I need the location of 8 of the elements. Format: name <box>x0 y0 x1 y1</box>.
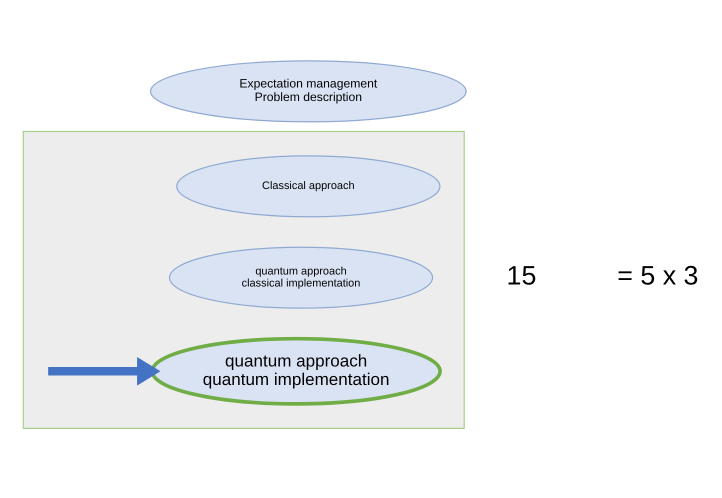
label: 15 <box>506 260 536 290</box>
label: = 5 x 3 <box>617 260 698 290</box>
arrow <box>48 356 160 386</box>
node-ellipse: Expectation management Problem description <box>150 60 467 122</box>
node-ellipse: quantum approach classical implementation <box>168 246 434 308</box>
cluster <box>22 130 465 428</box>
node-ellipse: Classical approach <box>176 154 440 217</box>
node-ellipse: quantum approach quantum implementation <box>150 336 442 406</box>
